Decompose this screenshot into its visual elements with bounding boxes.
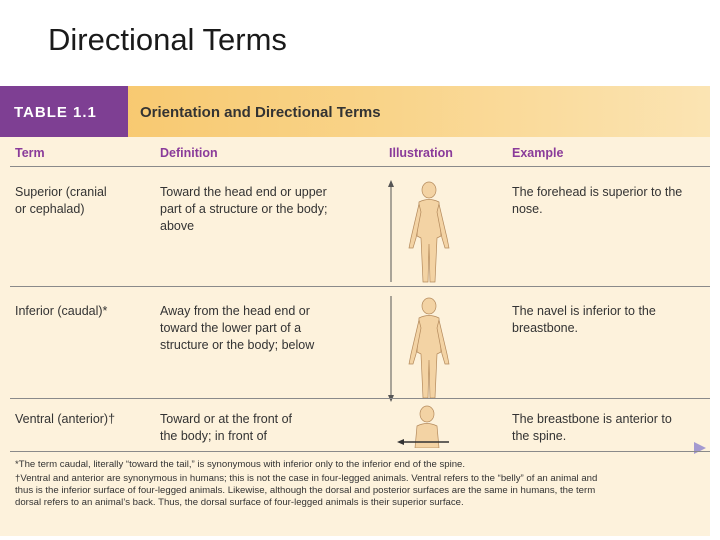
table-heading: Orientation and Directional Terms [140, 104, 381, 121]
footnote-1: *The term caudal, literally “toward the … [15, 459, 466, 470]
row-2-term: Inferior (caudal)* [15, 304, 108, 318]
column-header-example: Example [512, 146, 564, 160]
table-tag-label: TABLE 1.1 [14, 104, 97, 121]
footnote-rule [10, 451, 710, 452]
row-3-definition: Toward or at the front of the body; in f… [160, 412, 293, 443]
column-header-illustration: Illustration [389, 146, 453, 160]
row-divider-1 [10, 286, 710, 287]
column-header-definition: Definition [160, 146, 218, 160]
table-tag: TABLE 1.1 [0, 86, 128, 137]
row-3-example: The breastbone is anterior to the spine. [512, 412, 672, 443]
standing-figure-arrow-up-icon [388, 180, 450, 283]
row-1-definition: Toward the head end or upper part of a s… [160, 185, 328, 233]
standing-figure-arrow-down-icon [388, 296, 450, 402]
table-header-bar: TABLE 1.1 Orientation and Directional Te… [0, 86, 710, 137]
next-arrow-icon[interactable] [694, 442, 706, 454]
column-header-term: Term [15, 146, 45, 160]
slide-title: Directional Terms [48, 22, 287, 57]
footnote-2-line-2: thus is the inferior surface of four-leg… [15, 485, 596, 496]
header-rule [10, 166, 710, 167]
footnote-2-line-3: dorsal refers to an animal’s back. Thus,… [15, 497, 464, 508]
row-2-example: The navel is inferior to the breastbone. [512, 304, 656, 335]
table-panel: TABLE 1.1 Orientation and Directional Te… [0, 86, 710, 536]
row-divider-2 [10, 398, 710, 399]
row-3-term: Ventral (anterior)† [15, 412, 116, 426]
side-view-figure-arrow-icon [397, 405, 449, 448]
row-1-example: The forehead is superior to the nose. [512, 185, 683, 216]
footnote-2: †Ventral and anterior are synonymous in … [15, 473, 598, 484]
row-1-term: Superior (cranial or cephalad) [15, 185, 107, 216]
row-2-definition: Away from the head end or toward the low… [160, 304, 315, 352]
